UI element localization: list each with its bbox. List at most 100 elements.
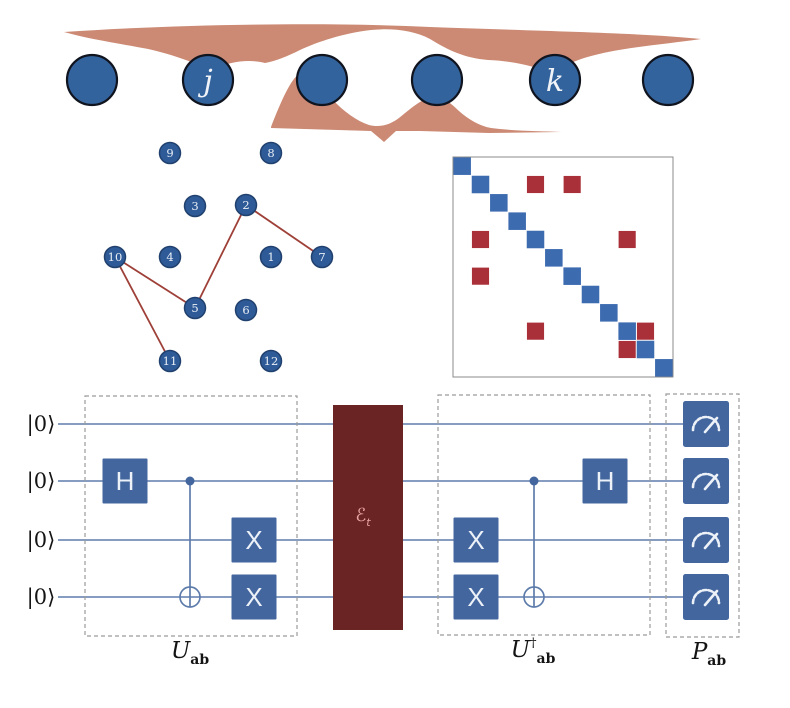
graph-node-number: 8 bbox=[267, 146, 274, 160]
measurement-gate bbox=[683, 401, 729, 447]
h-gate-label: H bbox=[116, 466, 135, 496]
matrix-coupling-cell bbox=[526, 175, 545, 194]
ket-label-q0: |0⟩ bbox=[27, 412, 56, 437]
graph-node-number: 2 bbox=[242, 198, 249, 212]
atom-label: k bbox=[546, 64, 564, 99]
graph-node bbox=[259, 245, 283, 269]
matrix-diagonal-cell bbox=[655, 359, 673, 377]
matrix-coupling-cell bbox=[471, 230, 490, 249]
measurement-gate bbox=[683, 517, 729, 563]
h-gate bbox=[102, 458, 148, 504]
gauge-icon bbox=[691, 531, 721, 548]
u-ab-dagger-label: U†ab bbox=[511, 636, 556, 667]
matrix-diagonal-cell bbox=[618, 322, 636, 340]
gauge-icon bbox=[691, 415, 721, 432]
matrix-diagonal-cell bbox=[581, 285, 600, 304]
graph-node-number: 12 bbox=[264, 354, 279, 368]
adjacency-matrix-panel bbox=[452, 156, 674, 378]
graph-node-number: 1 bbox=[267, 250, 274, 264]
graph-node-number: 10 bbox=[108, 250, 123, 264]
h-gate bbox=[582, 458, 628, 504]
cnot-control-dot bbox=[529, 476, 539, 486]
measurement-gate-body bbox=[683, 458, 729, 504]
gauge-needle-icon bbox=[703, 532, 719, 550]
matrix-coupling-cell bbox=[471, 267, 490, 285]
gauge-needle-icon bbox=[703, 473, 719, 491]
noise-channel-label: ℰt bbox=[355, 505, 371, 529]
graph-node-number: 5 bbox=[191, 301, 198, 315]
ket-label-q1: |0⟩ bbox=[27, 469, 56, 494]
graph-edge bbox=[245, 204, 323, 258]
x-gate bbox=[453, 517, 499, 563]
graph-node bbox=[183, 194, 207, 218]
u-ab-box bbox=[84, 395, 298, 637]
x-gate bbox=[231, 574, 277, 620]
measurement-gate-body bbox=[683, 517, 729, 563]
matrix-diagonal-cell bbox=[563, 267, 581, 285]
matrix-diagonal-cell bbox=[526, 230, 545, 249]
ket-label-q2: |0⟩ bbox=[27, 528, 56, 553]
h-gate-label: H bbox=[596, 466, 615, 496]
u-ab-dagger-box bbox=[437, 394, 651, 636]
matrix-diagonal-cell bbox=[636, 340, 655, 359]
graph-node-number: 7 bbox=[318, 250, 325, 264]
x-gate-label: X bbox=[467, 582, 484, 612]
matrix-frame bbox=[452, 156, 674, 378]
matrix-coupling-cell bbox=[618, 230, 636, 249]
x-gate bbox=[453, 574, 499, 620]
matrix-coupling-cell bbox=[563, 175, 581, 194]
graph-node bbox=[234, 298, 258, 322]
matrix-diagonal-cell bbox=[490, 194, 508, 212]
graph-node bbox=[158, 141, 182, 165]
noise-channel-block bbox=[333, 405, 403, 630]
graph-node-number: 6 bbox=[242, 303, 249, 317]
matrix-diagonal-cell bbox=[545, 249, 563, 267]
x-gate-label: X bbox=[245, 525, 262, 555]
measurement-box bbox=[665, 393, 740, 638]
graph-node-number: 4 bbox=[166, 250, 173, 264]
optical-potential-upper bbox=[64, 24, 701, 74]
graph-node bbox=[158, 349, 182, 373]
matrix-coupling-cell bbox=[526, 322, 545, 340]
graph-node bbox=[183, 296, 207, 320]
graph-node bbox=[310, 245, 334, 269]
graph-node bbox=[158, 245, 182, 269]
matrix-diagonal-cell bbox=[600, 304, 618, 322]
graph-node bbox=[259, 141, 283, 165]
gauge-needle-icon bbox=[703, 416, 719, 434]
cnot-target-circle bbox=[179, 586, 201, 608]
gauge-icon bbox=[691, 472, 721, 489]
measurement-gate-body bbox=[683, 401, 729, 447]
graph-node bbox=[259, 349, 283, 373]
atom bbox=[295, 53, 349, 107]
ket-label-q3: |0⟩ bbox=[27, 585, 56, 610]
graph-node-number: 9 bbox=[166, 146, 173, 160]
measurement-gate bbox=[683, 574, 729, 620]
graph-edges bbox=[114, 204, 323, 362]
measurement-gate-body bbox=[683, 574, 729, 620]
graph-node-number: 3 bbox=[191, 199, 198, 213]
matrix-cells bbox=[453, 157, 673, 377]
optical-potential-lower bbox=[271, 73, 561, 142]
matrix-coupling-cell bbox=[636, 322, 655, 340]
atom bbox=[65, 53, 119, 107]
graph-edge bbox=[194, 204, 247, 309]
u-ab-label: Uab bbox=[171, 638, 209, 668]
cnot-target-circle bbox=[523, 586, 545, 608]
graph-node-number: 11 bbox=[163, 354, 178, 368]
atom bbox=[181, 53, 235, 107]
graph-node bbox=[234, 193, 258, 217]
atom bbox=[528, 53, 582, 107]
x-gate bbox=[231, 517, 277, 563]
x-gate-label: X bbox=[467, 525, 484, 555]
atom bbox=[410, 53, 464, 107]
atom bbox=[641, 53, 695, 107]
gauge-needle-icon bbox=[703, 589, 719, 607]
